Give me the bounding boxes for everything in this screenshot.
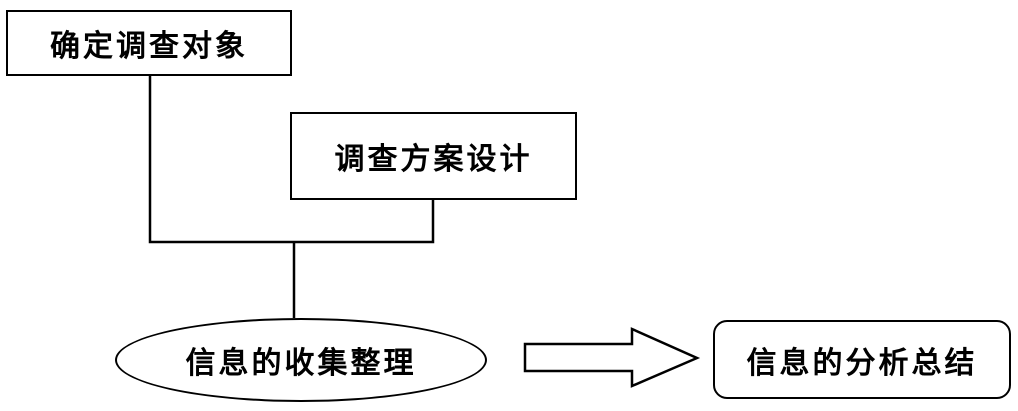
node-survey-design-label: 调查方案设计 bbox=[334, 142, 533, 177]
node-determine-subject: 确定调查对象 bbox=[6, 10, 292, 76]
node-determine-subject-label: 确定调查对象 bbox=[50, 29, 248, 64]
node-analyze-summarize: 信息的分析总结 bbox=[713, 320, 1011, 399]
node-collect-organize-label: 信息的收集整理 bbox=[185, 346, 417, 381]
node-survey-design: 调查方案设计 bbox=[290, 112, 577, 200]
right-arrow-icon bbox=[523, 327, 701, 388]
node-analyze-summarize-label: 信息的分析总结 bbox=[746, 345, 978, 381]
node-collect-organize: 信息的收集整理 bbox=[115, 318, 487, 402]
